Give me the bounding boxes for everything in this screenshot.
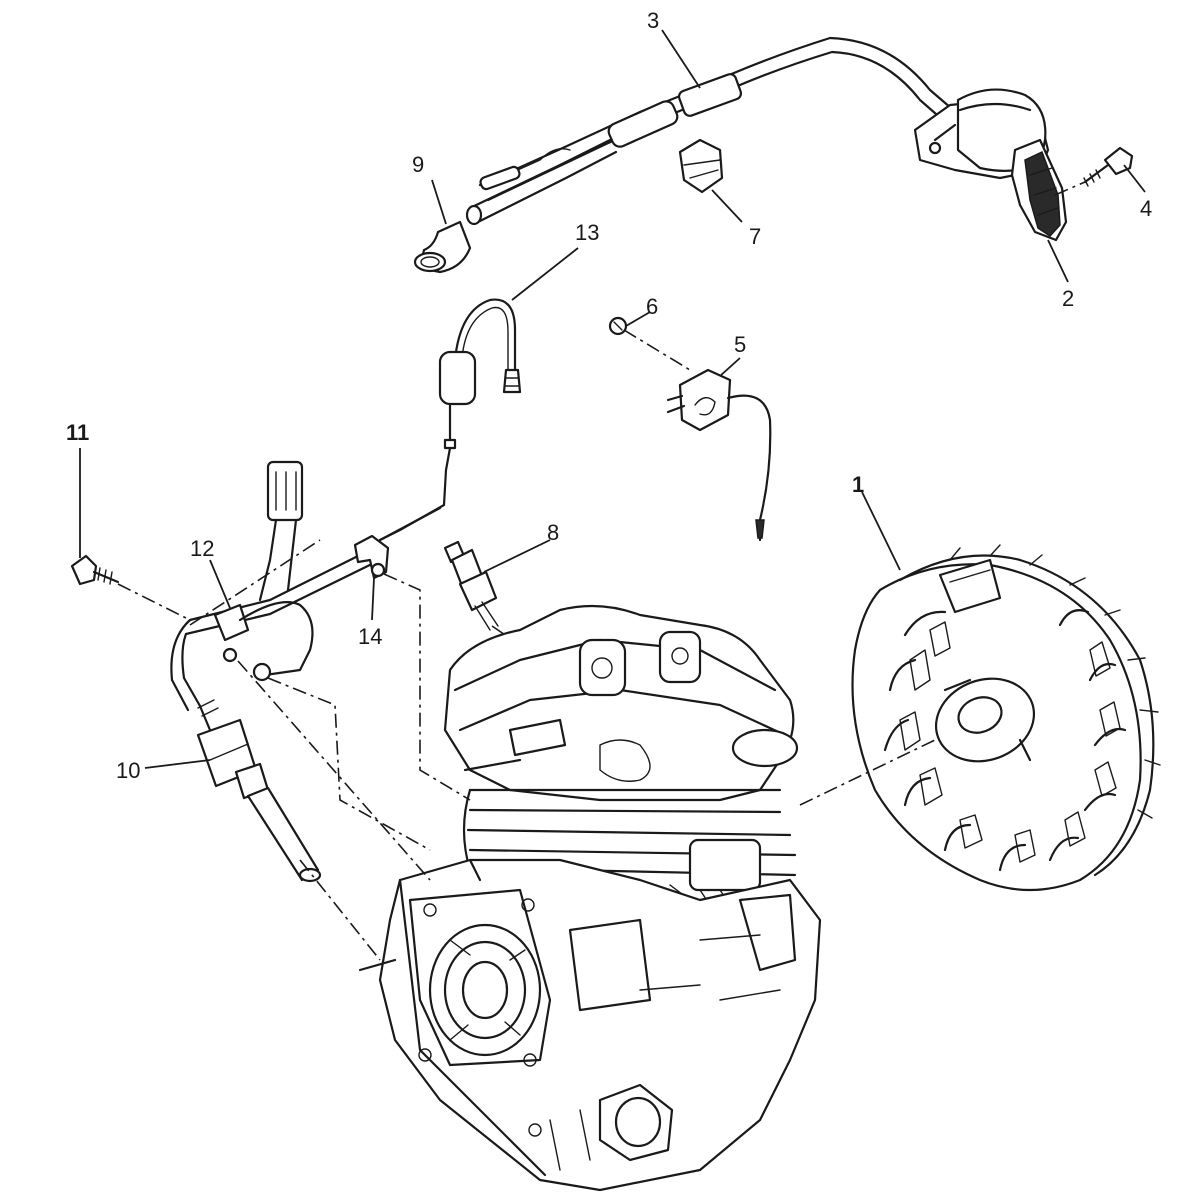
callout-2: 2 bbox=[1062, 286, 1074, 311]
part-13-ground-wire bbox=[378, 298, 522, 542]
callout-5: 5 bbox=[734, 332, 746, 357]
part-12-wire-harness bbox=[170, 460, 386, 712]
callout-4: 4 bbox=[1140, 196, 1152, 221]
part-6-screw bbox=[608, 316, 691, 371]
part-11-bolt bbox=[70, 554, 120, 586]
callout-7: 7 bbox=[749, 224, 761, 249]
part-1-flywheel bbox=[799, 544, 1161, 892]
part-9-plug-cap bbox=[413, 220, 472, 274]
engine-block bbox=[358, 604, 822, 1192]
callout-13: 13 bbox=[575, 220, 599, 245]
callout-8: 8 bbox=[547, 520, 559, 545]
part-7-clip bbox=[678, 138, 724, 194]
part-4-bolt bbox=[1054, 146, 1134, 196]
callout-labels: 1 2 3 4 5 6 7 8 9 10 11 12 13 14 bbox=[66, 8, 1152, 783]
part-14-clamp bbox=[353, 506, 442, 580]
leader-lines bbox=[79, 29, 1146, 769]
assembly-lines bbox=[117, 539, 471, 961]
callout-11: 11 bbox=[66, 420, 89, 445]
callout-9: 9 bbox=[412, 152, 424, 177]
callout-3: 3 bbox=[647, 8, 659, 33]
part-5-switch bbox=[666, 368, 772, 542]
callout-10: 10 bbox=[116, 758, 140, 783]
part-3-ht-lead-wire bbox=[465, 36, 967, 226]
part-10-solenoid bbox=[196, 699, 322, 883]
callout-14: 14 bbox=[358, 624, 382, 649]
part-2-ignition-coil bbox=[913, 88, 1068, 242]
callout-6: 6 bbox=[646, 294, 658, 319]
callout-1: 1 bbox=[852, 472, 864, 497]
part-8-spark-plug bbox=[443, 540, 521, 646]
callout-12: 12 bbox=[190, 536, 214, 561]
